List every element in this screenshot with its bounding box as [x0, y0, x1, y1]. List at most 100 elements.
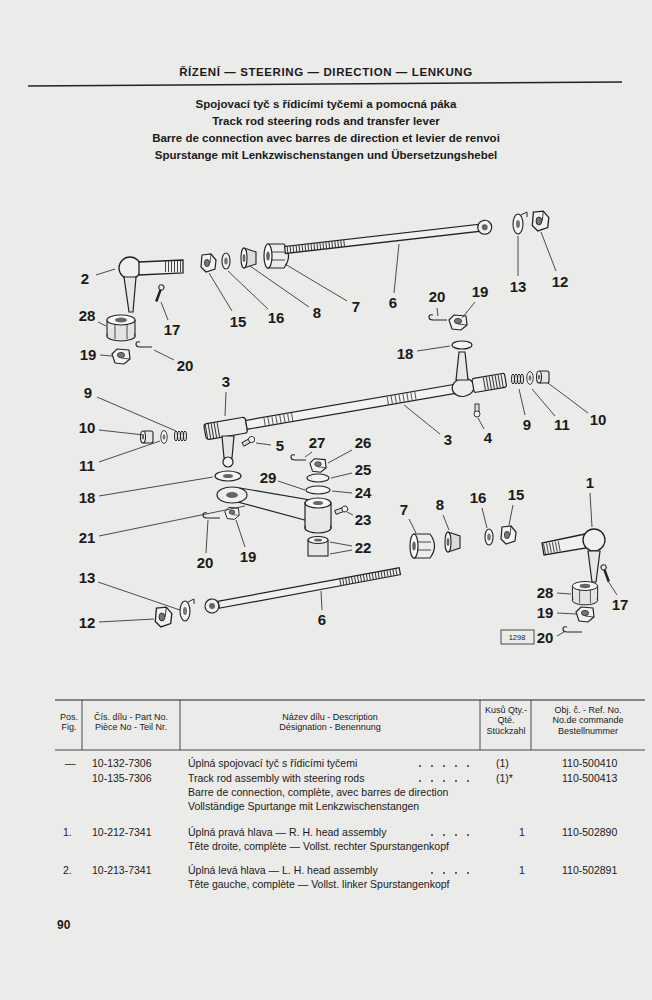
- callout-number: 25: [355, 461, 372, 479]
- lower-track-rod: [204, 564, 401, 614]
- leader-dots: [467, 780, 469, 782]
- upper-track-rod: [532, 211, 549, 231]
- lower-track-rod: [501, 526, 516, 544]
- upper-track-rod: [287, 243, 347, 250]
- upper-track-rod: [516, 220, 520, 228]
- leader-dots: [431, 872, 433, 874]
- label-holder: 26: [355, 434, 372, 452]
- label-holder: Track rod assembly with steering rods: [188, 772, 364, 785]
- table-cell: Vollständige Spurtange mit Lenkzwischens…: [188, 800, 419, 813]
- callout-number: 18: [79, 489, 96, 507]
- leader-lines: [330, 550, 352, 554]
- label-holder: 10: [590, 411, 607, 429]
- lower-track-rod: [485, 529, 493, 545]
- leader-lines: [99, 441, 160, 462]
- label-holder: 25: [355, 461, 372, 479]
- steering-rod: [484, 380, 505, 384]
- label-holder: 16: [268, 309, 285, 327]
- leader-lines: [321, 591, 322, 610]
- table-rules: [531, 700, 532, 750]
- leader-lines: [331, 473, 352, 478]
- leader-lines: [518, 236, 519, 276]
- leader-lines: [285, 264, 347, 301]
- steering-rod: [449, 315, 467, 330]
- table-cell: 1.: [63, 826, 72, 839]
- transfer-lever: [203, 455, 349, 556]
- label-holder: 19: [537, 604, 554, 622]
- callout-number: 8: [436, 496, 444, 514]
- upper-track-rod: [139, 260, 183, 275]
- page-heading: ŘÍZENÍ — STEERING — DIRECTION — LENKUNG: [179, 66, 473, 80]
- leader-lines: [509, 505, 513, 525]
- leader-lines: [161, 302, 168, 320]
- leader-lines: [417, 346, 450, 351]
- steering-rod: [246, 384, 459, 429]
- lower-track-rod: [209, 603, 216, 610]
- label-holder: 20: [429, 288, 446, 306]
- leader-dots: [467, 872, 469, 874]
- subtitle: Spojovací tyč s řídicími tyčemi a pomocn…: [196, 98, 457, 112]
- upper-track-rod: [119, 257, 141, 279]
- label-holder: 1: [586, 474, 594, 492]
- callout-number: 15: [230, 313, 247, 331]
- upper-track-rod: [481, 224, 488, 231]
- callout-number: 20: [537, 629, 554, 647]
- table-cell: 1: [519, 864, 525, 877]
- leader-lines: [209, 273, 232, 311]
- upper-track-rod: [241, 248, 256, 268]
- label-holder: 5: [276, 437, 284, 455]
- table-cell: Úplná spojovací tyč s řídicími tyčemi: [188, 757, 357, 770]
- label-holder: 1.: [63, 826, 72, 839]
- label-holder: Čís. dílu - Part No. Pièce No - Teil Nr.: [83, 712, 179, 733]
- leader-lines: [98, 582, 180, 610]
- callout-number: 29: [260, 469, 277, 487]
- callout-number: 9: [84, 384, 92, 402]
- transfer-lever: [291, 455, 306, 460]
- transfer-lever: [310, 459, 326, 473]
- leader-lines: [250, 266, 309, 307]
- callout-number: 10: [79, 419, 96, 437]
- heading-rule: [28, 82, 622, 86]
- leader-lines: [154, 350, 174, 360]
- leader-lines: [99, 430, 144, 435]
- transfer-lever: [215, 471, 241, 481]
- leader-lines: [557, 593, 571, 594]
- leader-lines: [100, 355, 112, 356]
- subtitle: Barre de connection avec barres de direc…: [152, 132, 500, 146]
- callout-number: 1: [586, 474, 594, 492]
- upper-track-rod: [201, 254, 216, 272]
- label-holder: 2.: [63, 864, 72, 877]
- label-holder: Vollständige Spurtange mit Lenkzwischens…: [188, 800, 419, 813]
- table-cell: Tête gauche, complète — Vollst. linker S…: [188, 878, 449, 891]
- leader-lines: [462, 302, 475, 318]
- label-holder: Úplná levá hlava — L. H. head assembly: [188, 864, 378, 877]
- callout-number: 9: [523, 416, 531, 434]
- table-rules: [55, 750, 645, 751]
- leader-dots: [443, 780, 445, 782]
- label-holder: 13: [79, 569, 96, 587]
- callout-number: 21: [79, 529, 96, 547]
- label-holder: 6: [318, 611, 326, 629]
- callout-number: 3: [222, 373, 230, 391]
- label-holder: 1: [519, 826, 525, 839]
- table-cell: —: [65, 757, 76, 770]
- callout-number: 27: [309, 434, 326, 452]
- leader-dots: [455, 765, 457, 767]
- upper-track-rod: [513, 212, 527, 234]
- leader-lines: [532, 389, 555, 416]
- table-cell: 10-135-7306: [92, 772, 152, 785]
- label-holder: 24: [355, 484, 372, 502]
- leader-lines: [206, 520, 208, 553]
- lower-track-rod: [340, 571, 399, 582]
- label-holder: 10-132-7306: [92, 757, 152, 770]
- label-holder: 19: [80, 346, 97, 364]
- leader-lines: [557, 632, 564, 636]
- callout-number: 5: [276, 437, 284, 455]
- label-holder: 10-213-7341: [92, 864, 152, 877]
- callout-number: 13: [510, 278, 527, 296]
- leader-lines: [409, 519, 416, 533]
- leader-lines: [278, 481, 305, 490]
- callout-number: 17: [612, 596, 629, 614]
- label-holder: Název dílu - Description Désignation - B…: [265, 712, 395, 733]
- label-holder: 19: [240, 548, 257, 566]
